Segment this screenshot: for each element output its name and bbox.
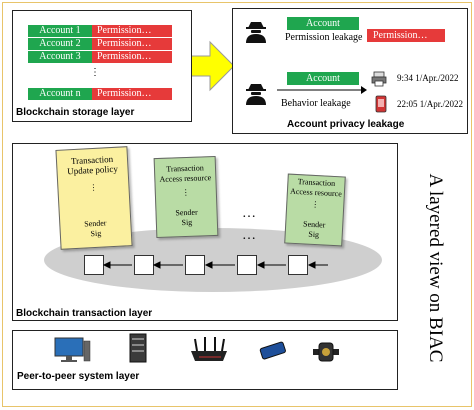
account-row: Account 3 Permission…	[28, 51, 172, 63]
behavior-leakage-label: Behavior leakage	[281, 98, 351, 109]
transaction-card: Transaction Access resource ⋮ Sender Sig	[153, 155, 219, 239]
p2p-layer-label: Peer-to-peer system layer	[17, 371, 140, 382]
storage-layer: Account 1 Permission… Account 2 Permissi…	[12, 10, 192, 122]
timestamp-label: 22:05 1/Apr./2022	[397, 99, 464, 109]
tx-line: Access resource	[159, 173, 212, 184]
ellipsis: …	[242, 206, 256, 221]
account-name: Account n	[28, 88, 92, 100]
ellipsis: …	[242, 228, 256, 243]
chain-block	[185, 255, 205, 275]
chain-block	[288, 255, 308, 275]
account-row: Account n Permission…	[28, 88, 172, 100]
account-name: Account 2	[28, 38, 92, 50]
transaction-card: Transaction Access resource ⋮ Sender Sig	[284, 173, 346, 247]
account-permission: Permission…	[92, 88, 172, 100]
hacker-icon	[246, 22, 266, 43]
account-permission: Permission…	[92, 25, 172, 37]
ellipsis-vertical: ⋮	[90, 67, 100, 78]
account-name: Account 1	[28, 25, 92, 37]
outer-frame	[2, 2, 472, 407]
server-rack-icon	[129, 333, 147, 363]
account-row: Account 2 Permission…	[28, 38, 172, 50]
arrow-right-icon	[277, 86, 367, 94]
hacker-icon	[246, 84, 266, 105]
p2p-layer: Peer-to-peer system layer	[12, 330, 398, 390]
desktop-computer-icon	[54, 337, 91, 362]
permission-leakage-label: Permission leakage	[285, 32, 363, 43]
phone-icon	[375, 95, 387, 113]
permission-badge: Permission…	[367, 29, 445, 42]
account-row: Account 1 Permission…	[28, 25, 172, 37]
account-badge: Account	[287, 17, 359, 30]
tx-line: Access resource	[289, 186, 342, 199]
chain-block	[237, 255, 257, 275]
tx-sig: Sig	[181, 217, 193, 228]
account-badge: Account	[287, 72, 359, 85]
smartwatch-icon	[313, 342, 339, 362]
phone-icon	[259, 341, 286, 360]
router-icon	[191, 337, 227, 361]
account-name: Account 3	[28, 51, 92, 63]
yellow-arrow	[190, 40, 235, 92]
transaction-layer-label: Blockchain transaction layer	[16, 308, 153, 319]
account-permission: Permission…	[92, 38, 172, 50]
transaction-card: Transaction Update policy ⋮ Sender Sig	[55, 146, 133, 250]
diagram-caption: A layered view on BIAC	[425, 173, 446, 363]
tx-sig: Sig	[308, 229, 320, 240]
privacy-leakage-label: Account privacy leakage	[287, 119, 405, 130]
chain-arrows	[102, 261, 328, 269]
privacy-leakage-panel: Account Permission… Permission leakage A…	[232, 8, 468, 134]
timestamp-label: 9:34 1/Apr./2022	[397, 73, 459, 83]
storage-layer-label: Blockchain storage layer	[16, 107, 135, 118]
account-permission: Permission…	[92, 51, 172, 63]
printer-icon	[371, 71, 387, 87]
